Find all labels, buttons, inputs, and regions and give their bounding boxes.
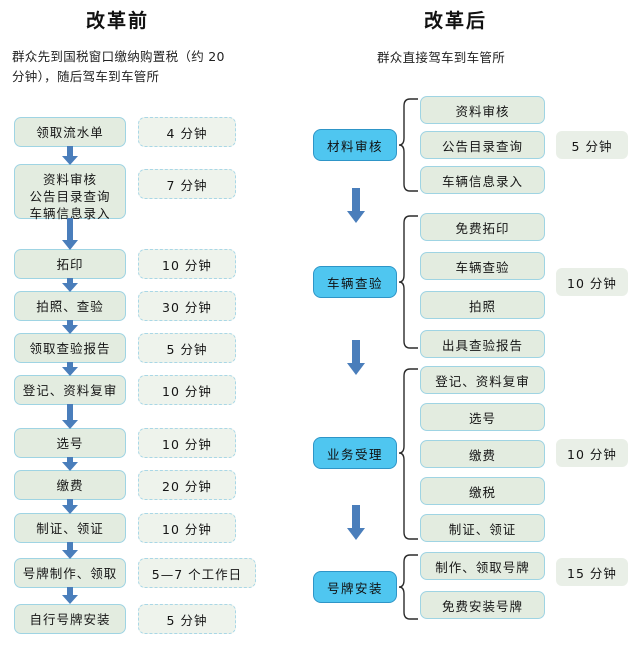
left-step-11: 自行号牌安装 xyxy=(14,604,126,634)
right-stage-1: 材料审核 xyxy=(313,129,397,161)
right-stage-4-time: 15 分钟 xyxy=(556,558,628,586)
left-arrow-6-7 xyxy=(62,404,78,429)
right-stage-1-time: 5 分钟 xyxy=(556,131,628,159)
right-column-lead-text: 群众直接驾车到车管所 xyxy=(377,50,506,65)
left-column-title: 改革前 xyxy=(86,10,150,32)
left-step-8: 缴费 xyxy=(14,470,126,500)
left-arrow-3-4 xyxy=(62,278,78,292)
right-stage-4-item-2: 免费安装号牌 xyxy=(420,591,545,619)
left-time-6: 10 分钟 xyxy=(138,375,236,405)
left-time-4: 30 分钟 xyxy=(138,291,236,321)
left-arrow-4-5 xyxy=(62,320,78,334)
right-stage-4: 号牌安装 xyxy=(313,571,397,603)
left-arrow-9-10 xyxy=(62,542,78,559)
right-stage-2-item-2: 车辆查验 xyxy=(420,252,545,280)
right-brace-3 xyxy=(398,368,418,540)
right-brace-1 xyxy=(398,98,418,192)
left-step-7: 选号 xyxy=(14,428,126,458)
left-time-11: 5 分钟 xyxy=(138,604,236,634)
right-stage-2-item-1: 免费拓印 xyxy=(420,213,545,241)
left-time-7: 10 分钟 xyxy=(138,428,236,458)
left-time-9: 10 分钟 xyxy=(138,513,236,543)
left-arrow-8-9 xyxy=(62,499,78,514)
left-arrow-2-3 xyxy=(62,218,78,250)
left-time-8: 20 分钟 xyxy=(138,470,236,500)
right-stage-3-item-2: 选号 xyxy=(420,403,545,431)
right-stage-2: 车辆查验 xyxy=(313,266,397,298)
left-time-3: 10 分钟 xyxy=(138,249,236,279)
left-step-5: 领取查验报告 xyxy=(14,333,126,363)
right-brace-4 xyxy=(398,554,418,620)
right-stage-3: 业务受理 xyxy=(313,437,397,469)
left-step-1: 领取流水单 xyxy=(14,117,126,147)
right-stage-2-item-4: 出具查验报告 xyxy=(420,330,545,358)
left-step-10: 号牌制作、领取 xyxy=(14,558,126,588)
left-arrow-10-11 xyxy=(62,587,78,604)
right-brace-2 xyxy=(398,215,418,349)
left-arrow-5-6 xyxy=(62,362,78,376)
left-step-2: 资料审核 公告目录查询 车辆信息录入 xyxy=(14,164,126,221)
left-step-6: 登记、资料复审 xyxy=(14,375,126,405)
right-column-title: 改革后 xyxy=(424,10,488,32)
right-stage-1-item-2: 公告目录查询 xyxy=(420,131,545,159)
right-stage-2-time: 10 分钟 xyxy=(556,268,628,296)
right-stage-3-time: 10 分钟 xyxy=(556,439,628,467)
right-stage-3-item-1: 登记、资料复审 xyxy=(420,366,545,394)
left-time-5: 5 分钟 xyxy=(138,333,236,363)
right-stage-2-item-3: 拍照 xyxy=(420,291,545,319)
left-column-lead-text: 群众先到国税窗口缴纳购置税（约 20 分钟），随后驾车到车管所 xyxy=(12,49,225,84)
right-stage-1-item-3: 车辆信息录入 xyxy=(420,166,545,194)
right-stage-3-item-5: 制证、领证 xyxy=(420,514,545,542)
left-step-9: 制证、领证 xyxy=(14,513,126,543)
left-arrow-7-8 xyxy=(62,457,78,471)
left-time-1: 4 分钟 xyxy=(138,117,236,147)
left-step-4: 拍照、查验 xyxy=(14,291,126,321)
right-stage-1-item-1: 资料审核 xyxy=(420,96,545,124)
right-arrow-2-3 xyxy=(347,340,365,375)
right-stage-3-item-3: 缴费 xyxy=(420,440,545,468)
right-stage-3-item-4: 缴税 xyxy=(420,477,545,505)
left-time-2: 7 分钟 xyxy=(138,169,236,199)
left-time-10: 5—7 个工作日 xyxy=(138,558,256,588)
left-step-3: 拓印 xyxy=(14,249,126,279)
right-stage-4-item-1: 制作、领取号牌 xyxy=(420,552,545,580)
left-arrow-1-2 xyxy=(62,146,78,165)
right-arrow-3-4 xyxy=(347,505,365,540)
right-arrow-1-2 xyxy=(347,188,365,223)
